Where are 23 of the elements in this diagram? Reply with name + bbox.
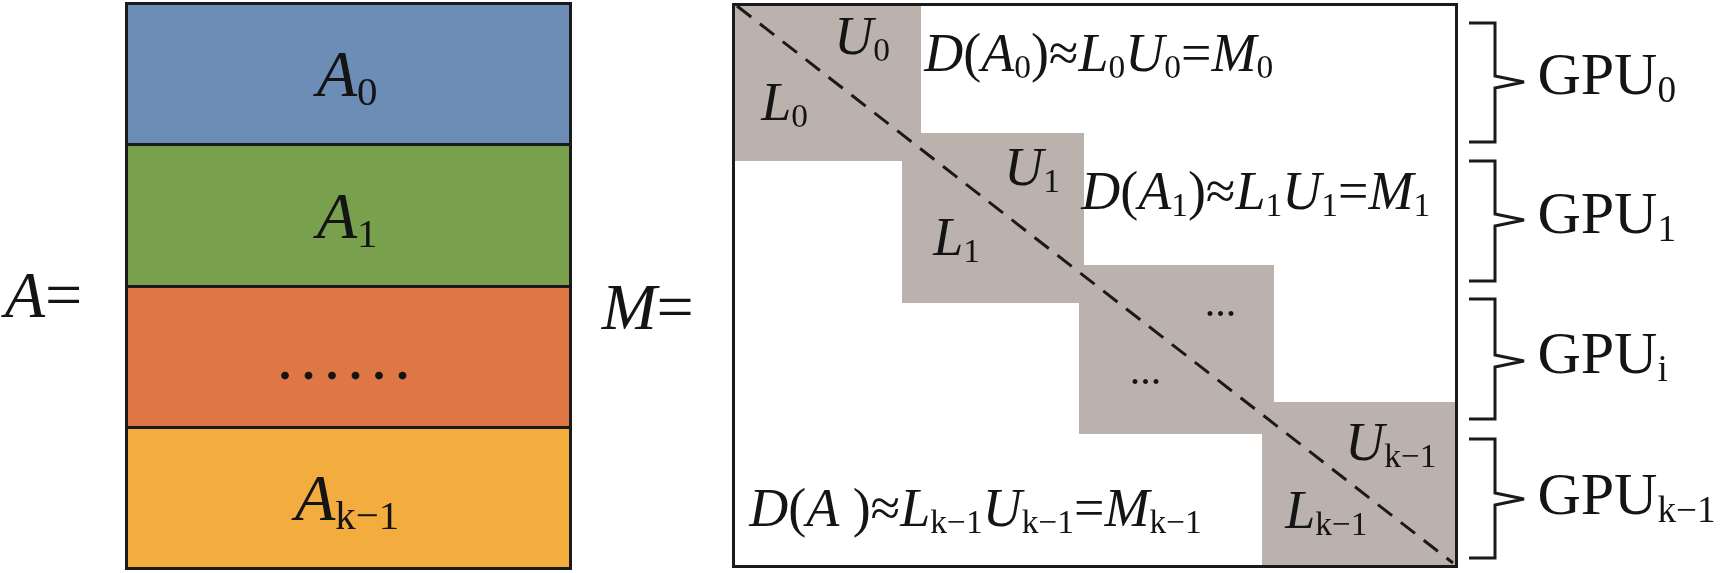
factor-label: U$_{k−1}$: [1344, 415, 1438, 469]
ellipsis: ...: [1203, 281, 1238, 323]
block-label: A$_{1}$: [314, 182, 383, 249]
factor-label: U$_{1}$: [1003, 140, 1061, 194]
row-block: [128, 288, 569, 429]
factor-label: L$_{k−1}$: [1283, 483, 1369, 537]
factor-label: U$_{0}$: [833, 9, 891, 63]
row-block: [128, 5, 569, 146]
gpu-label: GPU$_{1}$: [1536, 183, 1677, 243]
ellipsis: ...: [1128, 349, 1163, 391]
factor-label: L$_{1}$: [931, 210, 981, 264]
ellipsis: ......: [275, 324, 419, 390]
block-label: A$_{k−1}$: [292, 465, 405, 531]
factor-label: L$_{0}$: [759, 75, 809, 129]
gpu-label: GPU$_{k−1}$: [1536, 464, 1717, 524]
matrix-name: A=: [2, 262, 88, 328]
gpu-label: GPU$_{i}$: [1536, 323, 1669, 383]
block-label: A$_{0}$: [314, 41, 383, 107]
gpu-label: GPU$_{0}$: [1536, 44, 1677, 104]
row-block: [128, 146, 569, 288]
diagonal-block: [1079, 265, 1274, 434]
row-block: [128, 429, 569, 567]
matrix-name: M=: [600, 274, 695, 340]
